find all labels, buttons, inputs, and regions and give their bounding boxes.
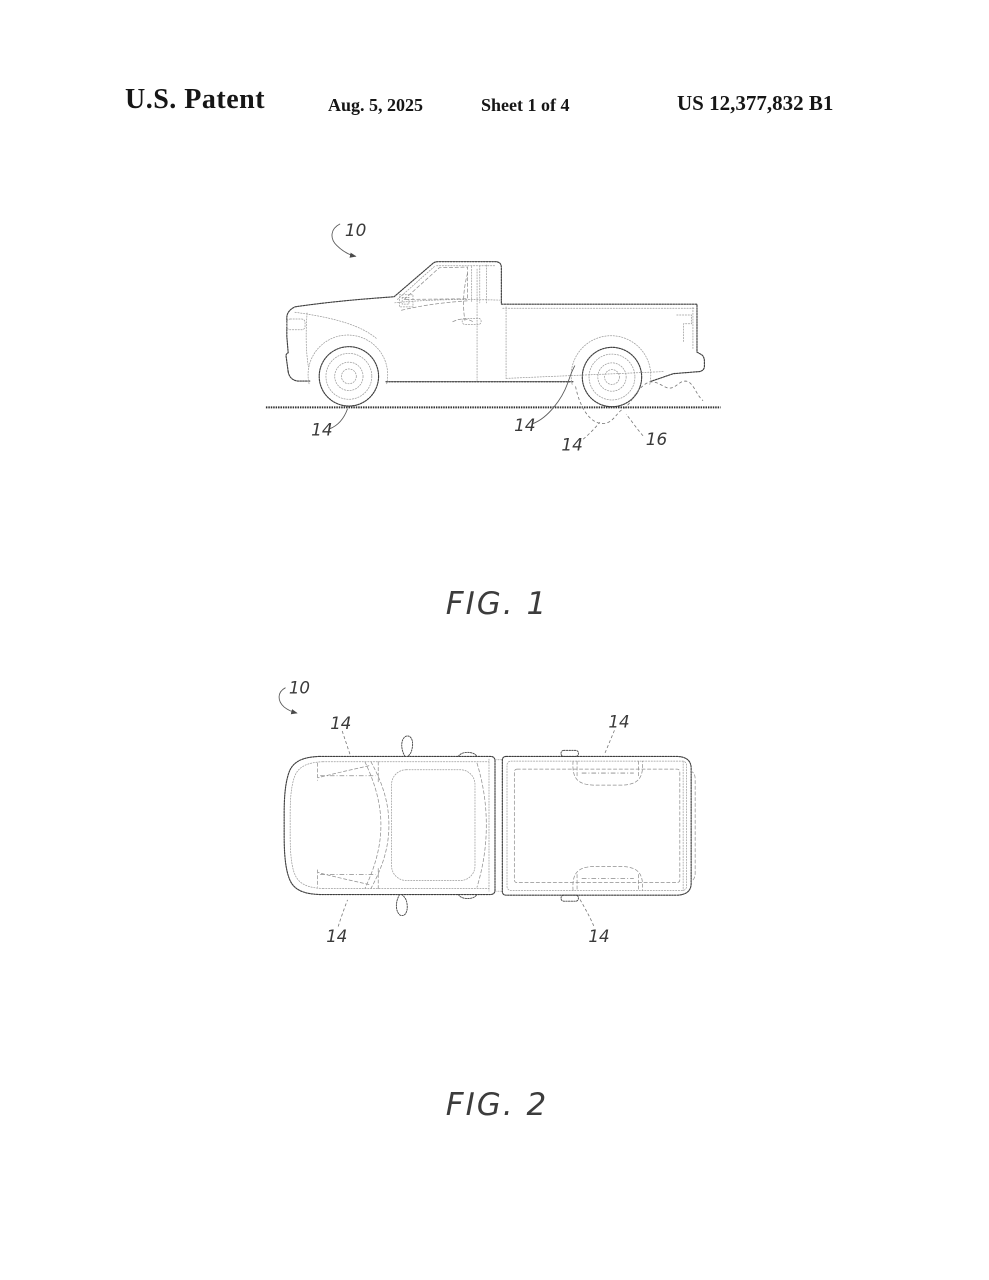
front-wheel [318, 346, 380, 407]
ref14-bottom-left-leader [337, 899, 348, 927]
ref-label-16: 16 [646, 429, 667, 449]
rear-wheel-arch [570, 335, 652, 385]
bed-rail-bump-bottom [560, 894, 579, 902]
ref16-leader [625, 413, 644, 436]
headlamp [286, 318, 306, 331]
bed-lower-line [505, 371, 664, 379]
hood-inner-outline [289, 761, 324, 889]
bed-speaker-bottom-pocket [572, 866, 643, 891]
mirror-top [401, 735, 414, 757]
figure1-truck-side-view: 10 14 14 14 16 [265, 220, 721, 455]
seat-cushion-hint [452, 318, 474, 323]
rear-tire [581, 346, 643, 408]
sheet-number: Sheet 1 of 4 [481, 95, 570, 115]
dash-hint-line [401, 300, 468, 311]
wheel-arches [307, 334, 652, 385]
side-mirror [399, 294, 414, 308]
rear-bumper-strip [690, 770, 696, 882]
patent-title: U.S. Patent [125, 84, 266, 115]
hood-crease-top [317, 765, 370, 779]
grille-seam [305, 312, 309, 368]
hood-speakers [317, 761, 379, 889]
windshield-arc-inner [370, 761, 390, 889]
ref10-arrow [278, 687, 298, 715]
front-wheel-arch [307, 334, 389, 385]
front-bumper [287, 371, 312, 382]
beltline [394, 299, 501, 304]
figure2-annotations: 10 14 14 14 14 [278, 679, 630, 946]
rear-bumper [649, 351, 705, 383]
ref14-under-leader [578, 421, 601, 443]
front-hub [341, 368, 357, 385]
figure1-annotations: 10 14 14 14 16 [311, 220, 667, 455]
windshield-inner [397, 265, 436, 300]
ref14-rear-leader [532, 365, 576, 424]
bed-outline [501, 755, 692, 896]
ref14-top-left-leader [341, 730, 351, 756]
figure2-caption: FIG. 2 [445, 1087, 549, 1123]
ref14-front-leader [329, 408, 348, 430]
bed-speakers [572, 760, 643, 891]
roof-panel [391, 769, 476, 881]
ref14-top-right-leader [604, 730, 615, 755]
hood-crease-bottom [317, 872, 370, 885]
ref-label-14-rear: 14 [514, 415, 535, 435]
door-handle-top [457, 751, 478, 757]
rear-rim [588, 353, 636, 401]
bed-inner-rim [506, 760, 687, 891]
ref-label-10: 10 [289, 679, 310, 698]
ref-label-14-bottom-left: 14 [326, 927, 347, 946]
mirror-bottom [395, 894, 408, 917]
ref-label-14-top-right: 14 [608, 713, 629, 732]
cab-roof-details [317, 758, 490, 892]
rear-window-arc [476, 762, 487, 888]
windshield-arc-outer [364, 761, 382, 889]
figure1-caption: FIG. 1 [445, 586, 549, 622]
figure2-truck-top-view: 10 14 14 14 14 [278, 679, 696, 946]
front-tire [318, 346, 380, 407]
bed-rail-bump-top [560, 749, 579, 757]
bed-speaker-top-pocket [572, 760, 643, 786]
door-handle [461, 317, 482, 325]
side-window [403, 266, 468, 300]
tailgate-handle [676, 314, 692, 343]
rear-hub [604, 369, 620, 385]
cab-hood-outline [283, 755, 496, 896]
body-upper-outline [285, 261, 698, 373]
side-mirror-glass [401, 297, 410, 305]
truck-body-outline [285, 261, 705, 383]
seat-back-hint [463, 272, 468, 321]
body-details [286, 264, 695, 381]
ref-label-14-front: 14 [311, 420, 332, 440]
sound-wave-curve [575, 380, 704, 424]
front-rim-inner [334, 361, 364, 391]
bed [501, 755, 696, 896]
rear-rim-inner [597, 362, 627, 392]
ref14-bottom-right-leader [578, 897, 595, 927]
ref-label-14-under: 14 [561, 435, 582, 455]
patent-number: US 12,377,832 B1 [677, 91, 834, 115]
ref-label-10: 10 [345, 220, 366, 240]
patent-date: Aug. 5, 2025 [328, 95, 424, 115]
bed-floor-edge [513, 768, 681, 883]
door-handle-bottom [457, 894, 478, 899]
ref10-arrow [331, 223, 357, 258]
ref-label-14-bottom-right: 14 [588, 927, 609, 946]
front-rim [325, 353, 373, 400]
ref-label-14-top-left: 14 [330, 714, 351, 733]
fender-crease [294, 311, 378, 340]
rear-wheel [581, 346, 643, 408]
